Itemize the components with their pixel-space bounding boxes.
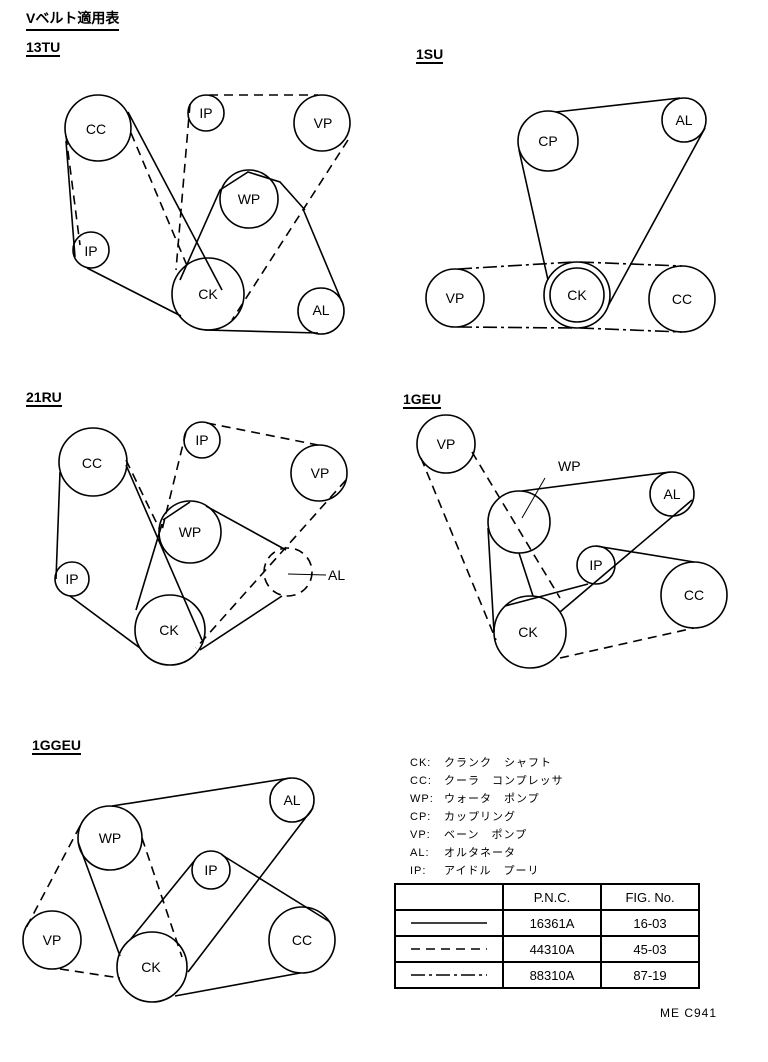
- label-21ru-ip2: IP: [65, 571, 78, 587]
- label-1ggeu-cc: CC: [292, 932, 312, 948]
- table-cell-pnc: 88310A: [502, 961, 602, 989]
- abbreviation-legend: CK: クランク シャフト CC: クーラ コンプレッサ WP: ウォータ ポンプ C…: [410, 754, 564, 880]
- page-title: Vベルト適用表: [26, 8, 120, 31]
- label-21ru-vp: VP: [311, 465, 330, 481]
- legend-row-ck: CK: クランク シャフト: [410, 754, 564, 772]
- table-cell-fig: 16-03: [600, 909, 700, 937]
- table-row: 44310A 45-03: [394, 935, 700, 963]
- legend-name: ウォータ ポンプ: [444, 793, 540, 805]
- label-1su-cc: CC: [672, 291, 692, 307]
- table-header-fig: FIG. No.: [600, 883, 700, 911]
- legend-name: アイドル プーリ: [444, 865, 540, 877]
- legend-row-cc: CC: クーラ コンプレッサ: [410, 772, 564, 790]
- label-1su-ck: CK: [567, 287, 587, 303]
- diagram-13tu: [64, 94, 351, 335]
- label-13tu-al: AL: [312, 302, 329, 318]
- label-1geu-ip: IP: [589, 557, 602, 573]
- legend-row-ip: IP: アイドル プーリ: [410, 862, 564, 880]
- label-1su-al: AL: [675, 112, 692, 128]
- legend-code: VP:: [410, 829, 431, 841]
- belt-parts-table: P.N.C. FIG. No. 16361A 16-03 44310A 45-0…: [394, 883, 700, 989]
- table-header-row: P.N.C. FIG. No.: [394, 883, 700, 911]
- legend-code: CC:: [410, 775, 432, 787]
- label-1geu-cc: CC: [684, 587, 704, 603]
- label-1geu-ck: CK: [518, 624, 538, 640]
- line-style-solid: [394, 909, 504, 937]
- diagram-1su: [425, 97, 716, 333]
- label-13tu-ck: CK: [198, 286, 218, 302]
- label-1geu-vp: VP: [437, 436, 456, 452]
- label-21ru-wp: WP: [179, 524, 202, 540]
- legend-name: クーラ コンプレッサ: [444, 775, 564, 787]
- table-cell-pnc: 16361A: [502, 909, 602, 937]
- line-style-dash-dot: [394, 961, 504, 989]
- label-1ggeu-wp: WP: [99, 830, 122, 846]
- diagram-21ru: [54, 421, 348, 666]
- label-21ru-cc: CC: [82, 455, 102, 471]
- legend-name: クランク シャフト: [444, 757, 552, 769]
- callout-1geu-wp: WP: [558, 458, 581, 474]
- label-13tu-cc: CC: [86, 121, 106, 137]
- table-cell-fig: 45-03: [600, 935, 700, 963]
- section-label-13tu: 13TU: [26, 39, 61, 57]
- table-row: 88310A 87-19: [394, 961, 700, 989]
- callout-line-21ru-al: [287, 573, 327, 576]
- legend-name: オルタネータ: [444, 847, 516, 859]
- footer-code: ME C941: [660, 1006, 718, 1020]
- legend-code: AL:: [410, 847, 430, 859]
- legend-code: CK:: [410, 757, 432, 769]
- label-21ru-ip: IP: [195, 432, 208, 448]
- table-cell-fig: 87-19: [600, 961, 700, 989]
- label-1su-vp: VP: [446, 290, 465, 306]
- legend-code: IP:: [410, 865, 427, 877]
- legend-code: CP:: [410, 811, 432, 823]
- line-style-dashed: [394, 935, 504, 963]
- legend-name: カップリング: [444, 811, 516, 823]
- table-row: 16361A 16-03: [394, 909, 700, 937]
- diagram-1ggeu: [22, 777, 336, 1003]
- legend-name: ベーン ポンプ: [444, 829, 528, 841]
- legend-row-wp: WP: ウォータ ポンプ: [410, 790, 564, 808]
- label-13tu-ip2: IP: [84, 243, 97, 259]
- legend-row-cp: CP: カップリング: [410, 808, 564, 826]
- section-label-1ggeu: 1GGEU: [32, 737, 82, 755]
- legend-row-vp: VP: ベーン ポンプ: [410, 826, 564, 844]
- label-13tu-vp: VP: [314, 115, 333, 131]
- table-cell-pnc: 44310A: [502, 935, 602, 963]
- legend-code: WP:: [410, 793, 434, 805]
- label-1geu-al: AL: [663, 486, 680, 502]
- label-1ggeu-ck: CK: [141, 959, 161, 975]
- label-13tu-ip: IP: [199, 105, 212, 121]
- legend-row-al: AL: オルタネータ: [410, 844, 564, 862]
- label-13tu-wp: WP: [238, 191, 261, 207]
- label-1ggeu-vp: VP: [43, 932, 62, 948]
- section-label-1su: 1SU: [416, 46, 444, 64]
- label-1ggeu-ip: IP: [204, 862, 217, 878]
- section-label-1geu: 1GEU: [403, 391, 442, 409]
- diagram-1geu: [416, 414, 728, 669]
- label-1su-cp: CP: [538, 133, 557, 149]
- table-header-line: [394, 883, 504, 911]
- label-1ggeu-al: AL: [283, 792, 300, 808]
- section-label-21ru: 21RU: [26, 389, 62, 407]
- table-header-pnc: P.N.C.: [502, 883, 602, 911]
- callout-21ru-al: AL: [328, 567, 345, 583]
- label-21ru-ck: CK: [159, 622, 179, 638]
